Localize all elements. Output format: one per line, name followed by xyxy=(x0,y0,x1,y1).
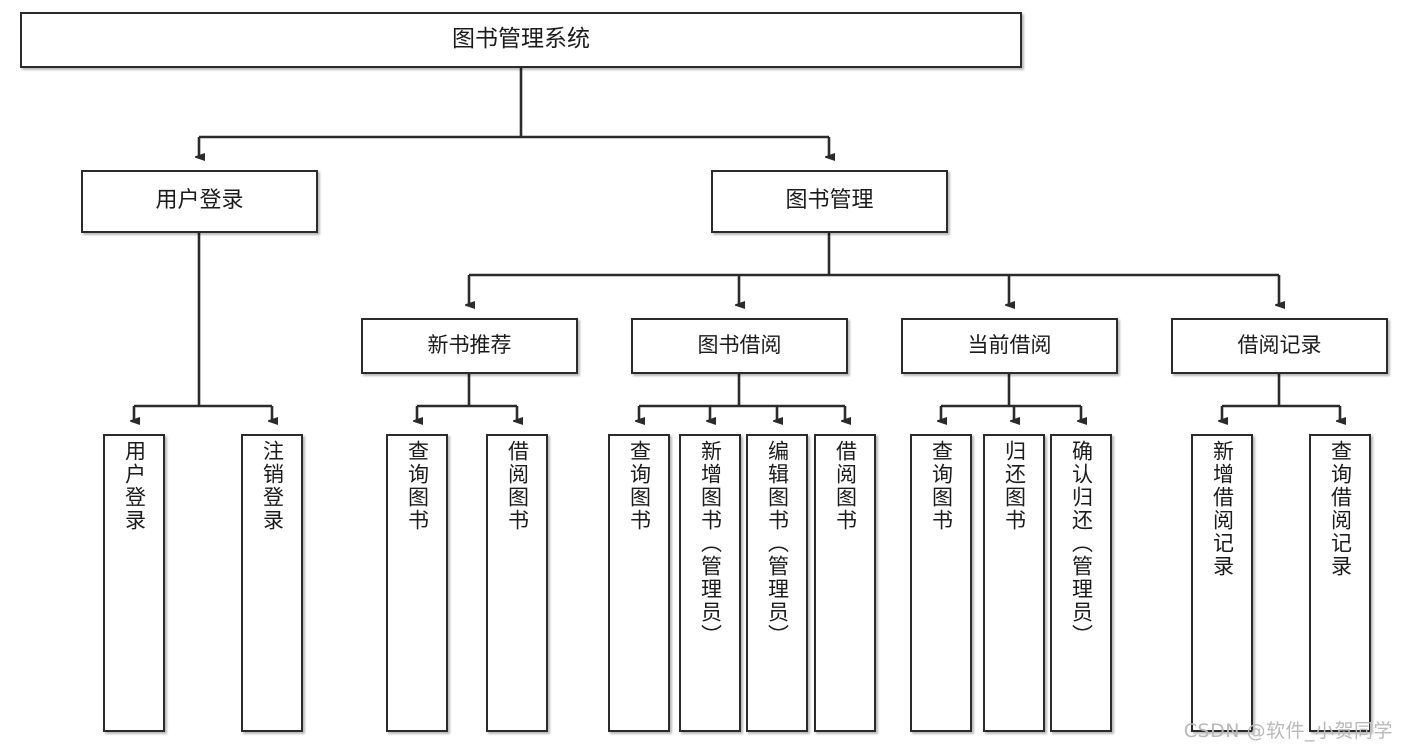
node-leaf-query-borrow-record[interactable]: 查询借阅记录 xyxy=(1309,434,1371,732)
node-label: 查询借阅记录 xyxy=(1328,440,1353,578)
node-label: 用户登录 xyxy=(122,440,147,532)
node-leaf-confirm-return[interactable]: 确认归还（管理员） xyxy=(1050,434,1112,732)
node-label: 图书管理系统 xyxy=(452,26,590,53)
node-label: 查询图书 xyxy=(405,440,430,532)
node-new-book-recommend[interactable]: 新书推荐 xyxy=(361,318,578,374)
node-label: 图书管理 xyxy=(785,188,874,214)
node-user-login[interactable]: 用户登录 xyxy=(81,170,318,233)
node-leaf-return-book[interactable]: 归还图书 xyxy=(983,434,1045,732)
node-book-borrow[interactable]: 图书借阅 xyxy=(631,318,848,374)
node-label: 借阅图书 xyxy=(833,440,858,532)
node-leaf-user-login[interactable]: 用户登录 xyxy=(103,434,165,732)
node-leaf-query-book-3[interactable]: 查询图书 xyxy=(910,434,972,732)
node-label: 查询图书 xyxy=(627,440,652,532)
node-borrow-record[interactable]: 借阅记录 xyxy=(1171,318,1388,374)
node-leaf-borrow-book-1[interactable]: 借阅图书 xyxy=(486,434,548,732)
node-label: 新书推荐 xyxy=(427,333,512,358)
node-label: 归还图书 xyxy=(1002,440,1027,532)
node-book-manage[interactable]: 图书管理 xyxy=(711,170,948,233)
node-root-system[interactable]: 图书管理系统 xyxy=(20,12,1022,68)
node-leaf-add-book[interactable]: 新增图书（管理员） xyxy=(679,434,741,732)
node-label: 新增借阅记录 xyxy=(1210,440,1235,578)
node-label: 图书借阅 xyxy=(697,333,782,358)
node-leaf-query-book-2[interactable]: 查询图书 xyxy=(608,434,670,732)
node-leaf-user-logout[interactable]: 注销登录 xyxy=(241,434,303,732)
node-label: 用户登录 xyxy=(155,188,244,214)
node-label: 借阅图书 xyxy=(505,440,530,532)
node-label: 新增图书（管理员） xyxy=(698,440,723,647)
node-current-borrow[interactable]: 当前借阅 xyxy=(901,318,1118,374)
node-label: 确认归还（管理员） xyxy=(1069,440,1094,647)
node-label: 当前借阅 xyxy=(967,333,1052,358)
node-leaf-edit-book[interactable]: 编辑图书（管理员） xyxy=(746,434,808,732)
node-leaf-borrow-book-2[interactable]: 借阅图书 xyxy=(814,434,876,732)
node-leaf-query-book-1[interactable]: 查询图书 xyxy=(386,434,448,732)
node-leaf-add-borrow-record[interactable]: 新增借阅记录 xyxy=(1191,434,1253,732)
node-label: 注销登录 xyxy=(260,440,285,532)
node-label: 借阅记录 xyxy=(1237,333,1322,358)
watermark-text: CSDN @软件_小贺同学 xyxy=(1183,720,1393,742)
node-label: 编辑图书（管理员） xyxy=(765,440,790,647)
node-label: 查询图书 xyxy=(929,440,954,532)
